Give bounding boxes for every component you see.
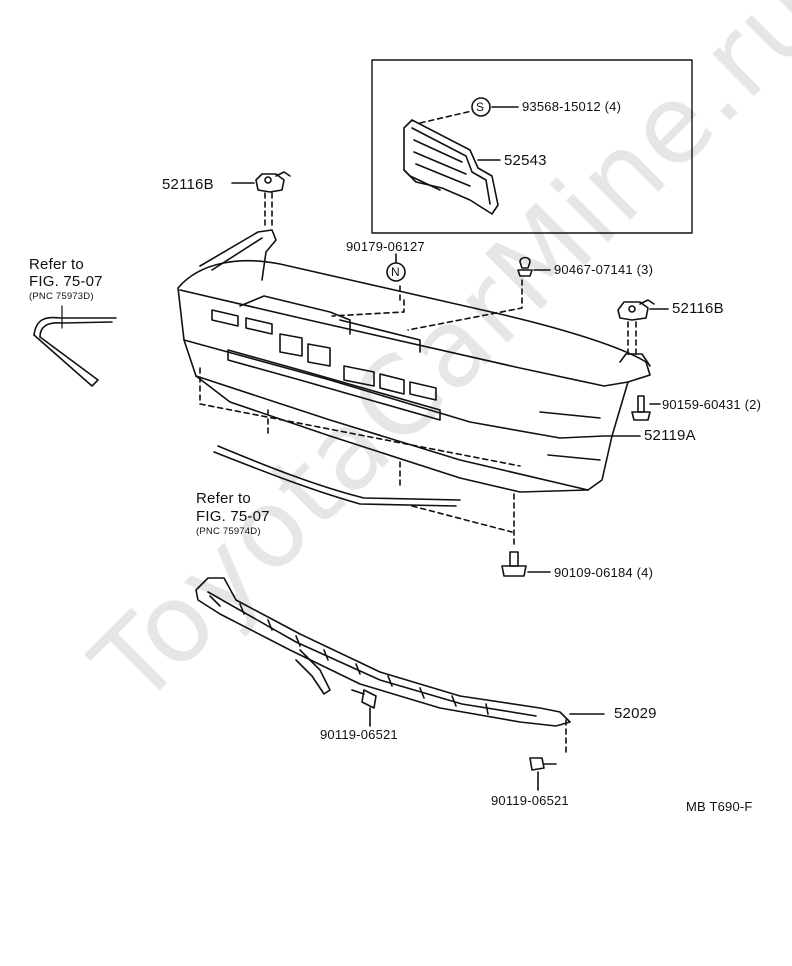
retainer-left-drawing: [255, 171, 291, 193]
part-label-52029[interactable]: 52029: [614, 705, 657, 722]
bumper-cover-drawing: [177, 229, 651, 493]
ref-upper-line1: Refer to: [29, 256, 84, 273]
n-marker: N: [391, 265, 400, 279]
retainer-right-drawing: [617, 299, 655, 321]
part-label-52116b-left[interactable]: 52116B: [162, 176, 214, 193]
ref-upper-line2[interactable]: FIG. 75-07: [29, 273, 103, 290]
part-label-90119-06521-left[interactable]: 90119-06521: [320, 727, 398, 742]
ref-lower-line2[interactable]: FIG. 75-07: [196, 508, 270, 525]
part-label-90179-06127[interactable]: 90179-06127: [346, 239, 425, 254]
screw-right-drawing: [529, 757, 557, 771]
part-label-90467-07141[interactable]: 90467-07141 (3): [554, 262, 654, 277]
figure-code: MB T690-F: [686, 799, 753, 814]
ref-upper-pnc: (PNC 75973D): [29, 291, 94, 302]
bolt-lower-drawing: [501, 551, 527, 577]
molding-lower-drawing: [213, 445, 461, 507]
ref-lower-line1: Refer to: [196, 490, 251, 507]
part-label-52119a[interactable]: 52119A: [644, 427, 696, 444]
part-label-52116b-right[interactable]: 52116B: [672, 300, 724, 317]
part-label-52543[interactable]: 52543: [504, 152, 547, 169]
molding-upper-drawing: [33, 316, 117, 387]
s-marker-circle: [471, 97, 491, 117]
inset-frame: [371, 59, 693, 234]
n-marker-circle: [386, 262, 406, 282]
screw-left-drawing: [351, 689, 377, 709]
part-label-90159-60431[interactable]: 90159-60431 (2): [662, 397, 762, 412]
bolt-side-drawing: [631, 395, 651, 421]
part-label-90109-06184[interactable]: 90109-06184 (4): [554, 565, 654, 580]
clip-top-drawing: [517, 256, 533, 277]
part-label-90119-06521-right[interactable]: 90119-06521: [491, 793, 569, 808]
part-label-93568-15012[interactable]: 93568-15012 (4): [522, 99, 622, 114]
reinforcement-drawing: [195, 577, 571, 727]
ref-lower-pnc: (PNC 75974D): [196, 526, 261, 537]
s-marker: S: [476, 100, 485, 114]
bracket-52543-drawing: [403, 119, 499, 215]
